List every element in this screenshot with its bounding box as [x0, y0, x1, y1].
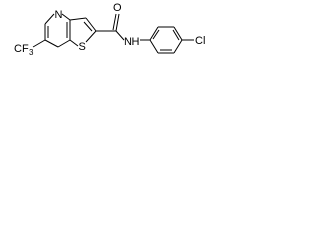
bond-ring-n-top [61, 13, 71, 21]
bond-co-double-b [112, 13, 117, 31]
bond-thio-top [69, 17, 87, 21]
bond-thio-double-outer [85, 17, 97, 32]
thiophene-ring [69, 17, 97, 47]
bond-thio-s-left [69, 39, 79, 47]
pyridine-ring [44, 13, 71, 48]
bond-thio-s-right [85, 30, 97, 43]
structure-diagram: N S O N H CF 3 Cl [14, 2, 205, 57]
bond-ring-bottom-left [44, 39, 59, 48]
pyridine-nitrogen-label: N [55, 9, 63, 21]
chlorine-label: Cl [195, 35, 205, 47]
amide-hydrogen-label: H [132, 36, 140, 48]
carboxamide-group [96, 13, 150, 41]
bond-ph-1 [149, 26, 159, 41]
bond-ph-3 [173, 26, 183, 41]
chlorophenyl-ring [149, 26, 194, 54]
cf3-label: CF [14, 43, 29, 55]
carbonyl-oxygen-label: O [113, 2, 122, 14]
bond-ph-1-inner [152, 29, 160, 40]
bond-ph-4 [173, 39, 183, 54]
bond-thio-double-inner [83, 21, 93, 32]
bond-ring-cf3 [32, 39, 46, 48]
thiophene-sulfur-label: S [79, 41, 86, 53]
bond-ring-bottom-right [57, 39, 71, 48]
bond-co-double-a [115, 13, 120, 32]
trifluoromethyl-group [32, 39, 46, 48]
cf3-subscript: 3 [29, 48, 34, 57]
amide-nitrogen-label: N [124, 36, 132, 48]
bond-ph-3-inner [172, 29, 180, 41]
bond-c-n-amide [115, 30, 125, 41]
bond-ph-6 [149, 39, 159, 54]
bond-ring-c-top [44, 13, 55, 25]
